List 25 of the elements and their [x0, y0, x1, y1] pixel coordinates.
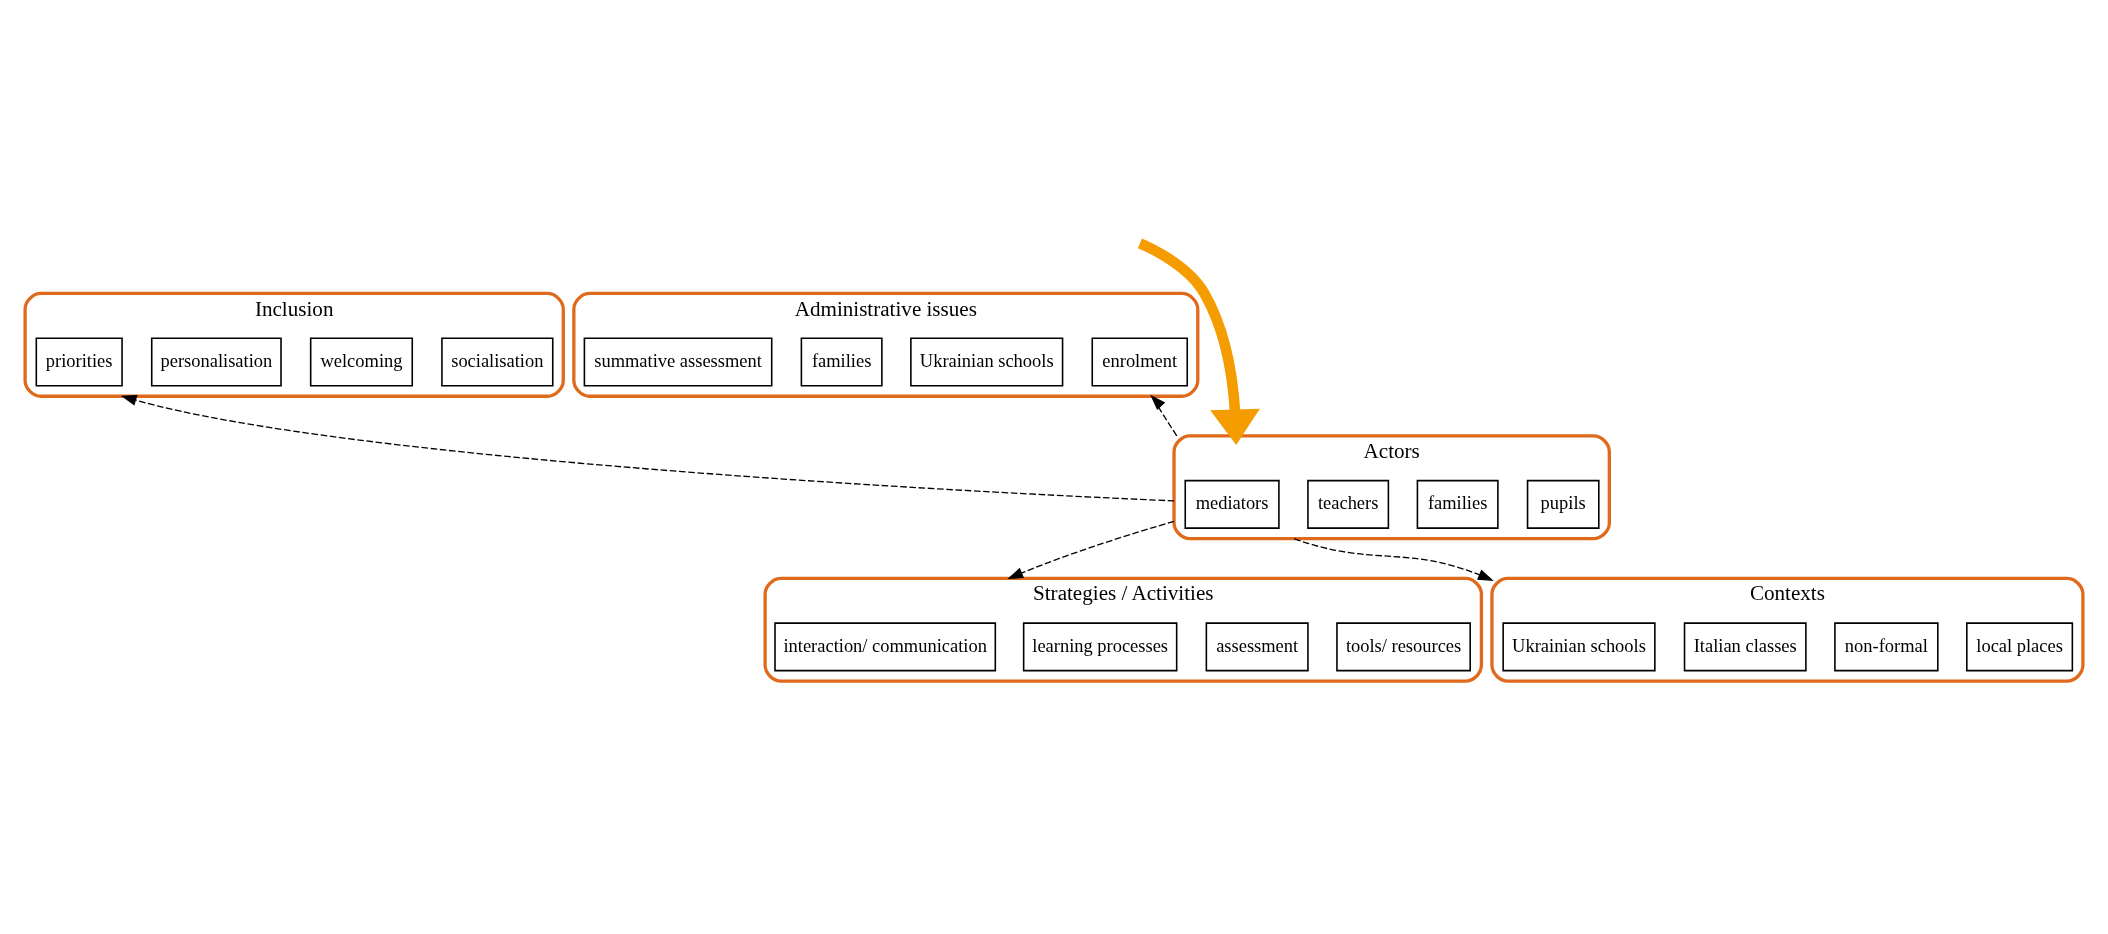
node-box: non-formal [1834, 622, 1939, 672]
node-box: welcoming [309, 337, 414, 387]
arrow [1137, 238, 1260, 445]
node-box: summative assessment [583, 337, 773, 387]
arrow [1150, 394, 1178, 437]
node-box: Italian classes [1683, 622, 1807, 672]
node-box: families [1416, 479, 1499, 529]
node-box: pupils [1526, 479, 1600, 529]
node-box: local places [1966, 622, 2074, 672]
node-box: Ukrainian schools [910, 337, 1064, 387]
node-box: learning processes [1022, 622, 1178, 672]
arrow [1293, 538, 1494, 581]
node-box: teachers [1307, 479, 1390, 529]
node-box: socialisation [441, 337, 554, 387]
node-box: Ukrainian schools [1502, 622, 1656, 672]
node-box: priorities [35, 337, 123, 387]
node-box: enrolment [1091, 337, 1188, 387]
node-box: mediators [1184, 479, 1280, 529]
node-box: personalisation [150, 337, 282, 387]
arrow [1007, 520, 1175, 580]
node-box: assessment [1205, 622, 1309, 672]
node-box: families [800, 337, 883, 387]
node-box: interaction/ communication [774, 622, 997, 672]
node-box: tools/ resources [1336, 622, 1471, 672]
arrow [120, 394, 1175, 502]
